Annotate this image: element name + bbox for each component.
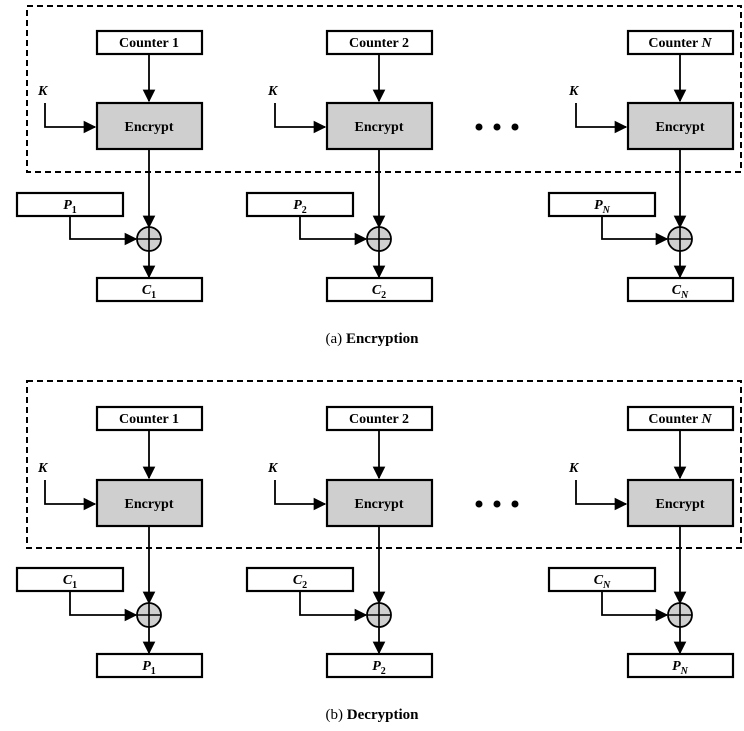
ciphertext-input-label: C2	[293, 573, 307, 591]
plaintext-input-label: P2	[293, 198, 307, 216]
plaintext-input-label: P1	[63, 198, 77, 216]
encryption-stage-1: Counter 1 K Encrypt P1 C1	[15, 29, 204, 303]
plaintext-output-box	[95, 652, 204, 679]
xor-icon	[366, 602, 392, 628]
encryption-stage-2: Counter 2 K Encrypt P2 C2	[245, 29, 434, 303]
encrypt-block	[325, 101, 434, 151]
key-label: K	[568, 461, 580, 476]
counter-label: Counter 2	[349, 36, 409, 51]
ciphertext-input-label: C1	[63, 573, 77, 591]
encrypt-block	[95, 478, 204, 528]
encrypt-label: Encrypt	[355, 120, 404, 135]
xor-icon	[667, 602, 693, 628]
plaintext-output-label: PN	[672, 659, 689, 677]
plaintext-output-label: P2	[372, 659, 386, 677]
plaintext-output-box	[626, 652, 735, 679]
encrypt-block	[325, 478, 434, 528]
encryption-panel: Counter 1 K Encrypt P1 C1 Counter 2 K	[15, 5, 742, 347]
encrypt-label: Encrypt	[125, 120, 174, 135]
encrypt-label: Encrypt	[656, 497, 705, 512]
ellipsis-icon	[475, 500, 519, 508]
plaintext-input-label: PN	[594, 198, 611, 216]
key-label: K	[267, 461, 279, 476]
encryption-stage-n: Counter N K Encrypt PN CN	[547, 29, 735, 303]
xor-icon	[366, 226, 392, 252]
decryption-stage-1: Counter 1 K Encrypt C1 P1	[15, 405, 204, 679]
ciphertext-output-label: CN	[672, 283, 689, 301]
decryption-stage-n: Counter N K Encrypt CN PN	[547, 405, 735, 679]
key-label: K	[568, 84, 580, 99]
counter-label: Counter 1	[119, 36, 179, 51]
decryption-stage-2: Counter 2 K Encrypt C2 P2	[245, 405, 434, 679]
ciphertext-output-box	[626, 276, 735, 303]
decryption-panel: Counter 1 K Encrypt C1 P1 Counter 2 K	[15, 380, 742, 723]
encrypt-label: Encrypt	[355, 497, 404, 512]
encrypt-label: Encrypt	[125, 497, 174, 512]
counter-label: Counter 1	[119, 412, 179, 427]
counter-label: Counter 2	[349, 412, 409, 427]
xor-icon	[136, 602, 162, 628]
key-label: K	[267, 84, 279, 99]
encryption-caption: (a) Encryption	[326, 331, 420, 347]
xor-icon	[136, 226, 162, 252]
key-label: K	[37, 84, 49, 99]
key-label: K	[37, 461, 49, 476]
plaintext-output-label: P1	[142, 659, 156, 677]
counter-label: Counter N	[648, 36, 712, 51]
decryption-caption: (b) Decryption	[326, 707, 420, 723]
ciphertext-output-label: C1	[142, 283, 156, 301]
plaintext-output-box	[325, 652, 434, 679]
ciphertext-input-label: CN	[594, 573, 611, 591]
counter-label: Counter N	[648, 412, 712, 427]
encrypt-label: Encrypt	[656, 120, 705, 135]
ciphertext-output-label: C2	[372, 283, 386, 301]
ellipsis-icon	[475, 123, 519, 131]
ciphertext-output-box	[325, 276, 434, 303]
ciphertext-output-box	[95, 276, 204, 303]
xor-icon	[667, 226, 693, 252]
encrypt-block	[95, 101, 204, 151]
encrypt-block	[626, 478, 735, 528]
